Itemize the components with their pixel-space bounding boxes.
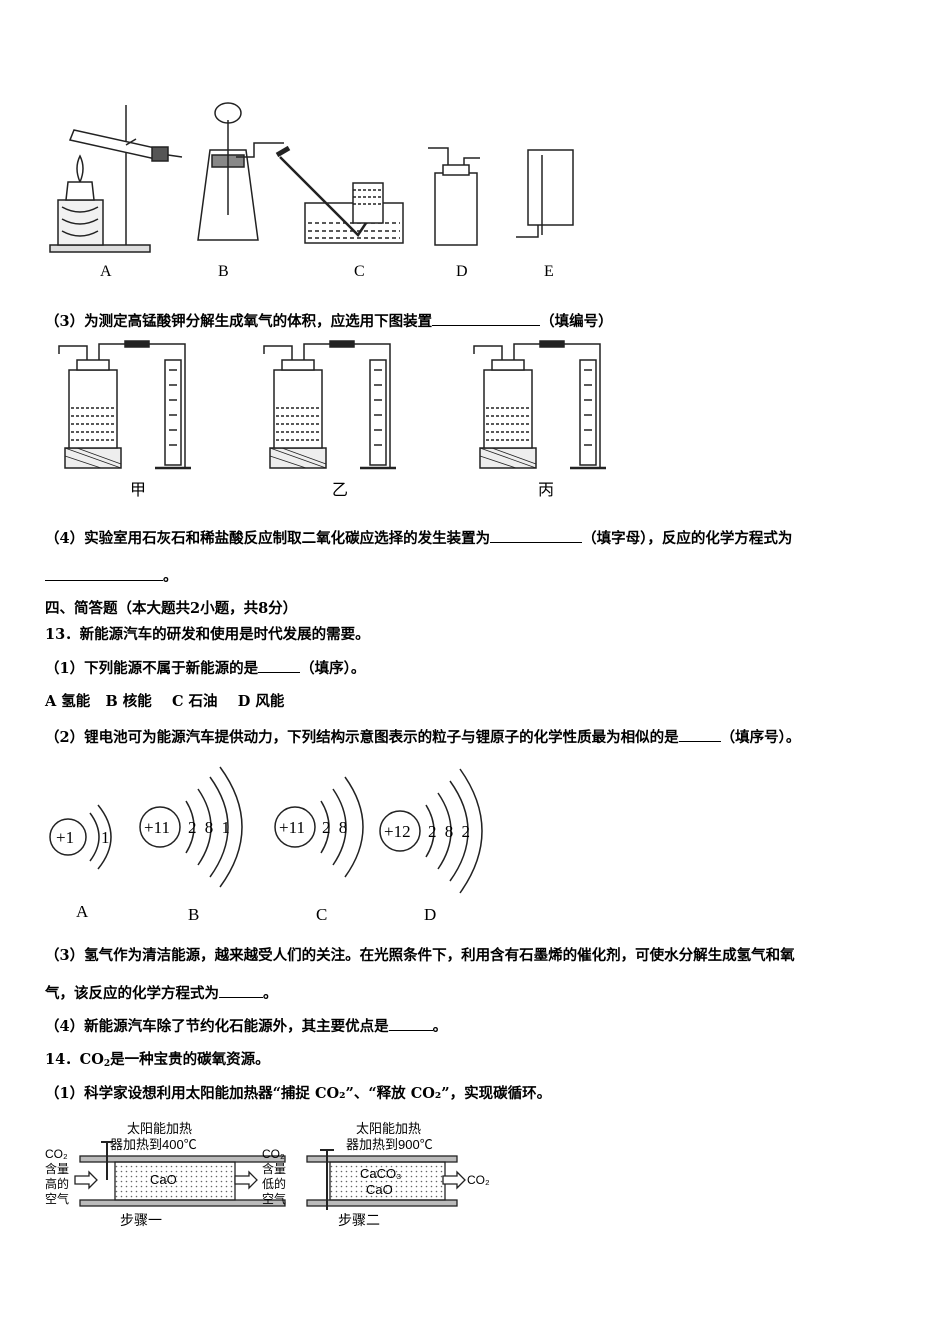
atom-c-shells: 2 8 — [322, 818, 348, 837]
q3-text: （3）为测定高锰酸钾分解生成氧气的体积，应选用下图装置 — [45, 313, 433, 330]
q4-mid: （填字母），反应的化学方程式为 — [582, 530, 793, 547]
step1-label: 步骤一 — [120, 1212, 162, 1228]
q3-answer-blank[interactable] — [432, 311, 541, 326]
setup-label-bing: 丙 — [538, 482, 555, 499]
q13-p2-text: （2）锂电池可为能源汽车提供动力，下列结构示意图表示的粒子与锂原子的化学性质最为… — [45, 729, 679, 746]
atom-label-d: D — [424, 905, 437, 924]
atom-a-nucleus: +1 — [56, 828, 75, 847]
step1-inlet-0: CO₂ — [45, 1147, 68, 1161]
step1-heater-label: 太阳能加热 — [127, 1121, 193, 1136]
q4-text: （4）实验室用石灰石和稀盐酸反应制取二氧化碳应选择的发生装置为 — [45, 530, 491, 547]
atom-d-shells: 2 8 2 — [428, 822, 470, 841]
step1-inlet: CO₂ 含量 高的 空气 — [45, 1147, 69, 1207]
q13-p3-text: 气，该反应的化学方程式为 — [45, 985, 219, 1002]
atom-label-a: A — [76, 902, 89, 921]
q13-p3-end: 。 — [263, 985, 278, 1002]
step1-inlet-2: 高的 — [45, 1177, 70, 1191]
apparatus-label-c: C — [354, 263, 365, 280]
step2-inlet-2: 低的 — [262, 1177, 287, 1191]
q13-p1-text: （1）下列能源不属于新能源的是 — [45, 660, 259, 677]
apparatus-label-a: A — [100, 263, 112, 280]
q13-p2-suffix: （填序号）。 — [720, 729, 801, 746]
question-4-line2: 。 — [45, 566, 178, 587]
co2-capture-figure — [74, 1141, 466, 1210]
step2-heater-label: 太阳能加热 — [356, 1121, 422, 1136]
q14-stem: 14．CO2是一种宝贵的碳氧资源。 — [45, 1050, 270, 1074]
q14-stem-a: 14．CO — [45, 1051, 104, 1068]
apparatus-label-e: E — [544, 263, 554, 280]
step1-content: CaO — [150, 1172, 177, 1187]
step2-inlet-3: 空气 — [262, 1192, 287, 1206]
apparatus-label-d: D — [456, 263, 468, 280]
atom-label-c: C — [316, 905, 328, 924]
q13-part-1: （1）下列能源不属于新能源的是 （填序）。 — [45, 658, 365, 679]
atom-d-nucleus: +12 — [384, 822, 411, 841]
step2-inlet-0: CO₂ — [262, 1147, 285, 1161]
q4-end: 。 — [163, 568, 178, 585]
q13-p4-text: （4）新能源汽车除了节约化石能源外，其主要优点是 — [45, 1018, 389, 1035]
atom-b-shells: 2 8 1 — [188, 818, 230, 837]
q4-equation-blank[interactable] — [45, 566, 163, 581]
atom-b-nucleus: +11 — [144, 818, 170, 837]
atom-c-nucleus: +11 — [279, 818, 305, 837]
atom-a-shells: 1 — [101, 828, 110, 847]
q13-part-4: （4）新能源汽车除了节约化石能源外，其主要优点是 。 — [45, 1016, 447, 1037]
q13-p1-suffix: （填序）。 — [300, 660, 366, 677]
step1-inlet-3: 空气 — [45, 1192, 70, 1206]
q13-p1-blank[interactable] — [258, 658, 301, 673]
step2-outlet: CO₂ — [467, 1173, 490, 1187]
step2-content-caco3: CaCO₃ — [360, 1166, 402, 1181]
q4-apparatus-blank[interactable] — [490, 528, 583, 543]
apparatus-label-b: B — [218, 263, 229, 280]
question-3: （3）为测定高锰酸钾分解生成氧气的体积，应选用下图装置 （填编号） — [45, 311, 613, 332]
q13-part-2: （2）锂电池可为能源汽车提供动力，下列结构示意图表示的粒子与锂原子的化学性质最为… — [45, 727, 800, 748]
step1-inlet-1: 含量 — [45, 1162, 70, 1176]
setup-label-yi: 乙 — [332, 482, 349, 499]
q14-part-1: （1）科学家设想利用太阳能加热器“捕捉 CO₂”、“释放 CO₂”，实现碳循环。 — [45, 1085, 552, 1102]
q14-stem-sub: 2 — [103, 1059, 111, 1069]
question-4: （4）实验室用石灰石和稀盐酸反应制取二氧化碳应选择的发生装置为 （填字母），反应的… — [45, 528, 792, 549]
q13-p3-blank[interactable] — [219, 983, 263, 998]
atom-structures-figure — [49, 766, 483, 894]
q14-stem-b: 是一种宝贵的碳氧资源。 — [110, 1051, 270, 1068]
apparatus-figure — [49, 102, 574, 253]
q13-p4-blank[interactable] — [388, 1016, 433, 1031]
setup-label-jia: 甲 — [130, 482, 147, 499]
gas-measure-figure — [58, 340, 606, 470]
q13-part-3-line2: 气，该反应的化学方程式为 。 — [45, 983, 278, 1004]
q13-p2-blank[interactable] — [678, 727, 721, 742]
q13-part-3: （3）氢气作为清洁能源，越来越受人们的关注。在光照条件下，利用含有石墨烯的催化剂… — [45, 947, 795, 964]
step2-inlet-1: 含量 — [262, 1162, 287, 1176]
q13-options: A 氢能 B 核能 C 石油 D 风能 — [45, 693, 285, 710]
atom-label-b: B — [188, 905, 200, 924]
step2-content-cao: CaO — [366, 1182, 393, 1197]
step2-label: 步骤二 — [338, 1212, 380, 1228]
q13-p4-end: 。 — [432, 1018, 448, 1035]
q3-suffix: （填编号） — [540, 313, 613, 330]
step2-inlet: CO₂ 含量 低的 空气 — [262, 1147, 286, 1207]
section-heading: 四、简答题（本大题共2小题，共8分） — [45, 600, 298, 617]
q13-stem: 13．新能源汽车的研发和使用是时代发展的需要。 — [45, 626, 370, 643]
step2-heater-temp: 器加热到900℃ — [346, 1137, 433, 1152]
step1-heater-temp: 器加热到400℃ — [110, 1137, 197, 1152]
